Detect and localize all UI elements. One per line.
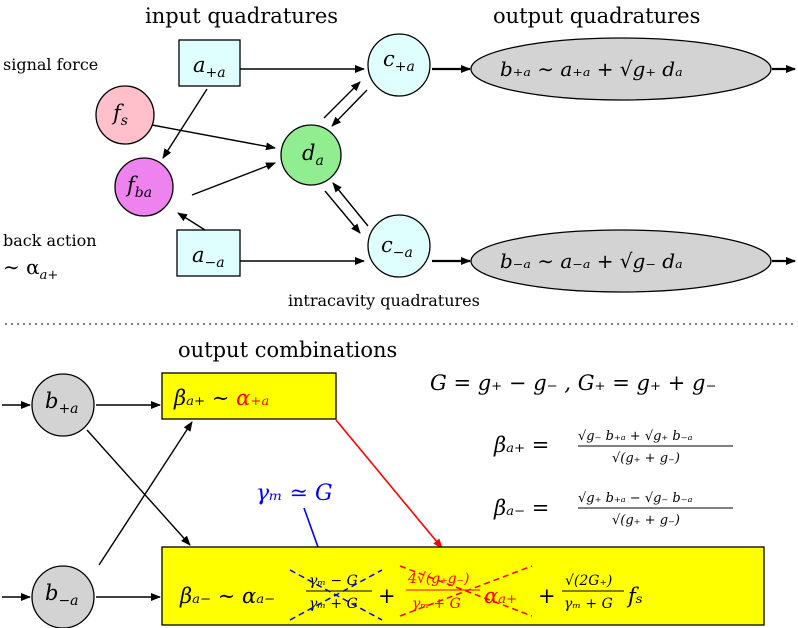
edge-aplus-fba bbox=[162, 88, 208, 159]
svg-text:√(g₊ + g₋): √(g₊ + g₋) bbox=[612, 513, 680, 528]
node-d: da bbox=[280, 124, 342, 186]
header-output-combinations: output combinations bbox=[178, 338, 397, 362]
beta-plus-box: βₐ₊ ∼ α₊ₐ bbox=[161, 372, 337, 420]
svg-text:a−a: a−a bbox=[192, 243, 225, 271]
edge-d-cplus bbox=[323, 81, 361, 119]
svg-text:+: + bbox=[378, 584, 396, 608]
svg-text:b−a: b−a bbox=[45, 581, 79, 609]
svg-text:γₘ + G: γₘ + G bbox=[309, 596, 358, 612]
svg-text:γₘ + G: γₘ + G bbox=[412, 596, 461, 612]
svg-text:γₘ + G: γₘ + G bbox=[564, 596, 613, 612]
svg-text:√(g₊ + g₋): √(g₊ + g₋) bbox=[612, 451, 680, 466]
edge-fba-d bbox=[191, 162, 276, 196]
svg-text:b₋ₐ ∼ a₋ₐ + √g₋ dₐ: b₋ₐ ∼ a₋ₐ + √g₋ dₐ bbox=[500, 249, 683, 273]
svg-text:4√(g₊g₋): 4√(g₊g₋) bbox=[407, 571, 469, 587]
svg-text:βₐ₋ ∼ αₐ₋: βₐ₋ ∼ αₐ₋ bbox=[179, 584, 275, 608]
beta-minus-formula: βₐ₋ = √g₊ b₊ₐ − √g₋ b₋ₐ √(g₊ + g₋) bbox=[493, 491, 733, 528]
svg-text:βₐ₊ =: βₐ₊ = bbox=[493, 433, 549, 457]
node-c-plus: c+a bbox=[367, 33, 431, 97]
svg-text:fba: fba bbox=[125, 173, 152, 201]
back-action-label: back action bbox=[3, 231, 97, 250]
header-output-quadratures: output quadratures bbox=[493, 4, 700, 28]
svg-text:γₘ − G: γₘ − G bbox=[309, 573, 358, 589]
node-a-plus: a+a bbox=[178, 39, 241, 87]
node-fba: fba bbox=[114, 157, 174, 217]
svg-text:√g₊ b₊ₐ − √g₋ b₋ₐ: √g₊ b₊ₐ − √g₋ b₋ₐ bbox=[578, 491, 693, 506]
edge-cplus-d bbox=[331, 89, 368, 127]
node-b-plus: b+a bbox=[31, 373, 95, 437]
header-input-quadratures: input quadratures bbox=[145, 4, 338, 28]
svg-text:c−a: c−a bbox=[381, 233, 413, 261]
node-fs: fs bbox=[95, 85, 155, 145]
node-a-minus: a−a bbox=[176, 229, 241, 277]
svg-text:b₊ₐ ∼ a₊ₐ + √g₊ dₐ: b₊ₐ ∼ a₊ₐ + √g₊ dₐ bbox=[500, 57, 683, 81]
svg-text:da: da bbox=[302, 141, 324, 169]
svg-text:βₐ₊ ∼ α₊ₐ: βₐ₊ ∼ α₊ₐ bbox=[173, 386, 269, 410]
svg-text:√(2G₊): √(2G₊) bbox=[565, 573, 612, 589]
svg-text:fs: fs bbox=[111, 101, 128, 129]
edge-cminus-d bbox=[332, 182, 369, 227]
back-action-symbol: ∼ αa+ bbox=[3, 255, 58, 283]
beta-minus-box: βₐ₋ ∼ αₐ₋ γₘ − G γₘ + G + 4√(g₊g₋) γₘ + … bbox=[161, 546, 765, 626]
gamma-approx-annotation: γₘ ≃ G bbox=[256, 481, 333, 506]
beta-plus-formula: βₐ₊ = √g₋ b₊ₐ + √g₊ b₋ₐ √(g₊ + g₋) bbox=[493, 429, 733, 466]
svg-text:b+a: b+a bbox=[45, 389, 79, 417]
node-b-minus-output: b₋ₐ ∼ a₋ₐ + √g₋ dₐ bbox=[470, 229, 772, 293]
edge-red-betaplus-to-term bbox=[335, 419, 443, 549]
svg-text:βₐ₋ =: βₐ₋ = bbox=[493, 496, 549, 520]
edge-bminus-betaplus bbox=[98, 421, 193, 566]
node-c-minus: c−a bbox=[367, 214, 431, 278]
svg-text:c+a: c+a bbox=[383, 47, 415, 75]
signal-force-label: signal force bbox=[3, 55, 98, 74]
edge-d-cminus bbox=[324, 190, 361, 234]
header-intracavity-quadratures: intracavity quadratures bbox=[288, 291, 480, 310]
g-definitions: G = g₊ − g₋ , G₊ = g₊ + g₋ bbox=[430, 371, 717, 395]
edge-fs-d bbox=[151, 124, 276, 151]
svg-text:fₛ: fₛ bbox=[626, 584, 643, 608]
svg-text:√g₋ b₊ₐ + √g₊ b₋ₐ: √g₋ b₊ₐ + √g₊ b₋ₐ bbox=[578, 429, 693, 444]
svg-text:a+a: a+a bbox=[193, 53, 226, 81]
svg-text:αₐ₊: αₐ₊ bbox=[484, 584, 517, 608]
svg-text:+: + bbox=[538, 584, 556, 608]
edge-bplus-betaminus bbox=[86, 429, 191, 546]
node-b-minus: b−a bbox=[31, 565, 95, 628]
edge-aminus-fba bbox=[177, 212, 206, 231]
node-b-plus-output: b₊ₐ ∼ a₊ₐ + √g₊ dₐ bbox=[470, 37, 772, 101]
